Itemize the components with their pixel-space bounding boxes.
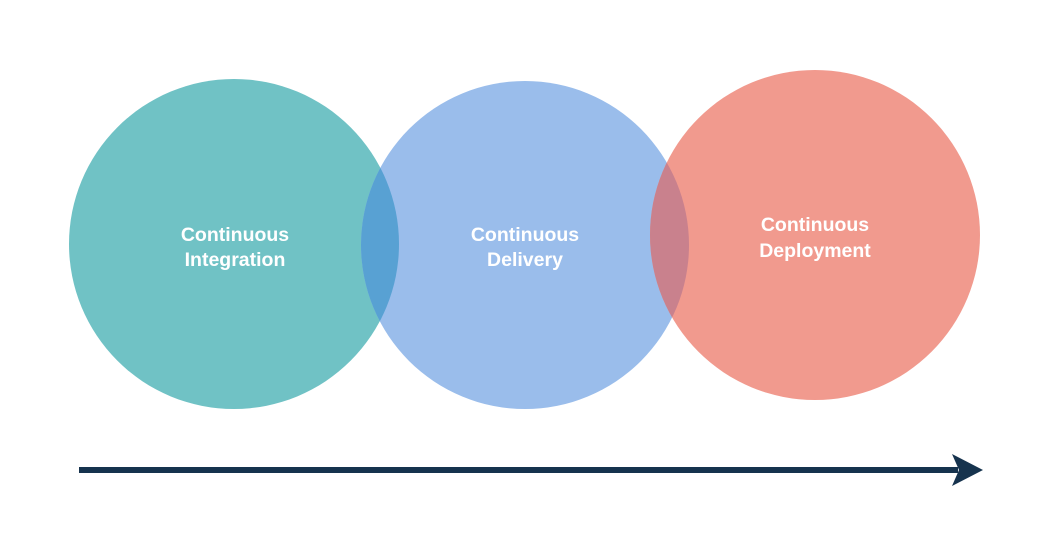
label-continuous-integration-line1: Continuous bbox=[181, 224, 289, 246]
flow-arrow-head-icon bbox=[952, 454, 983, 486]
label-continuous-deployment-line2: Deployment bbox=[759, 240, 871, 262]
circle-continuous-delivery bbox=[361, 81, 689, 409]
label-continuous-deployment-line1: Continuous bbox=[761, 214, 869, 236]
circle-continuous-integration bbox=[69, 79, 399, 409]
circle-continuous-deployment bbox=[650, 70, 980, 400]
label-continuous-integration-line2: Integration bbox=[185, 249, 286, 271]
label-continuous-delivery-line1: Continuous bbox=[471, 224, 579, 246]
label-continuous-delivery-line2: Delivery bbox=[487, 249, 563, 271]
